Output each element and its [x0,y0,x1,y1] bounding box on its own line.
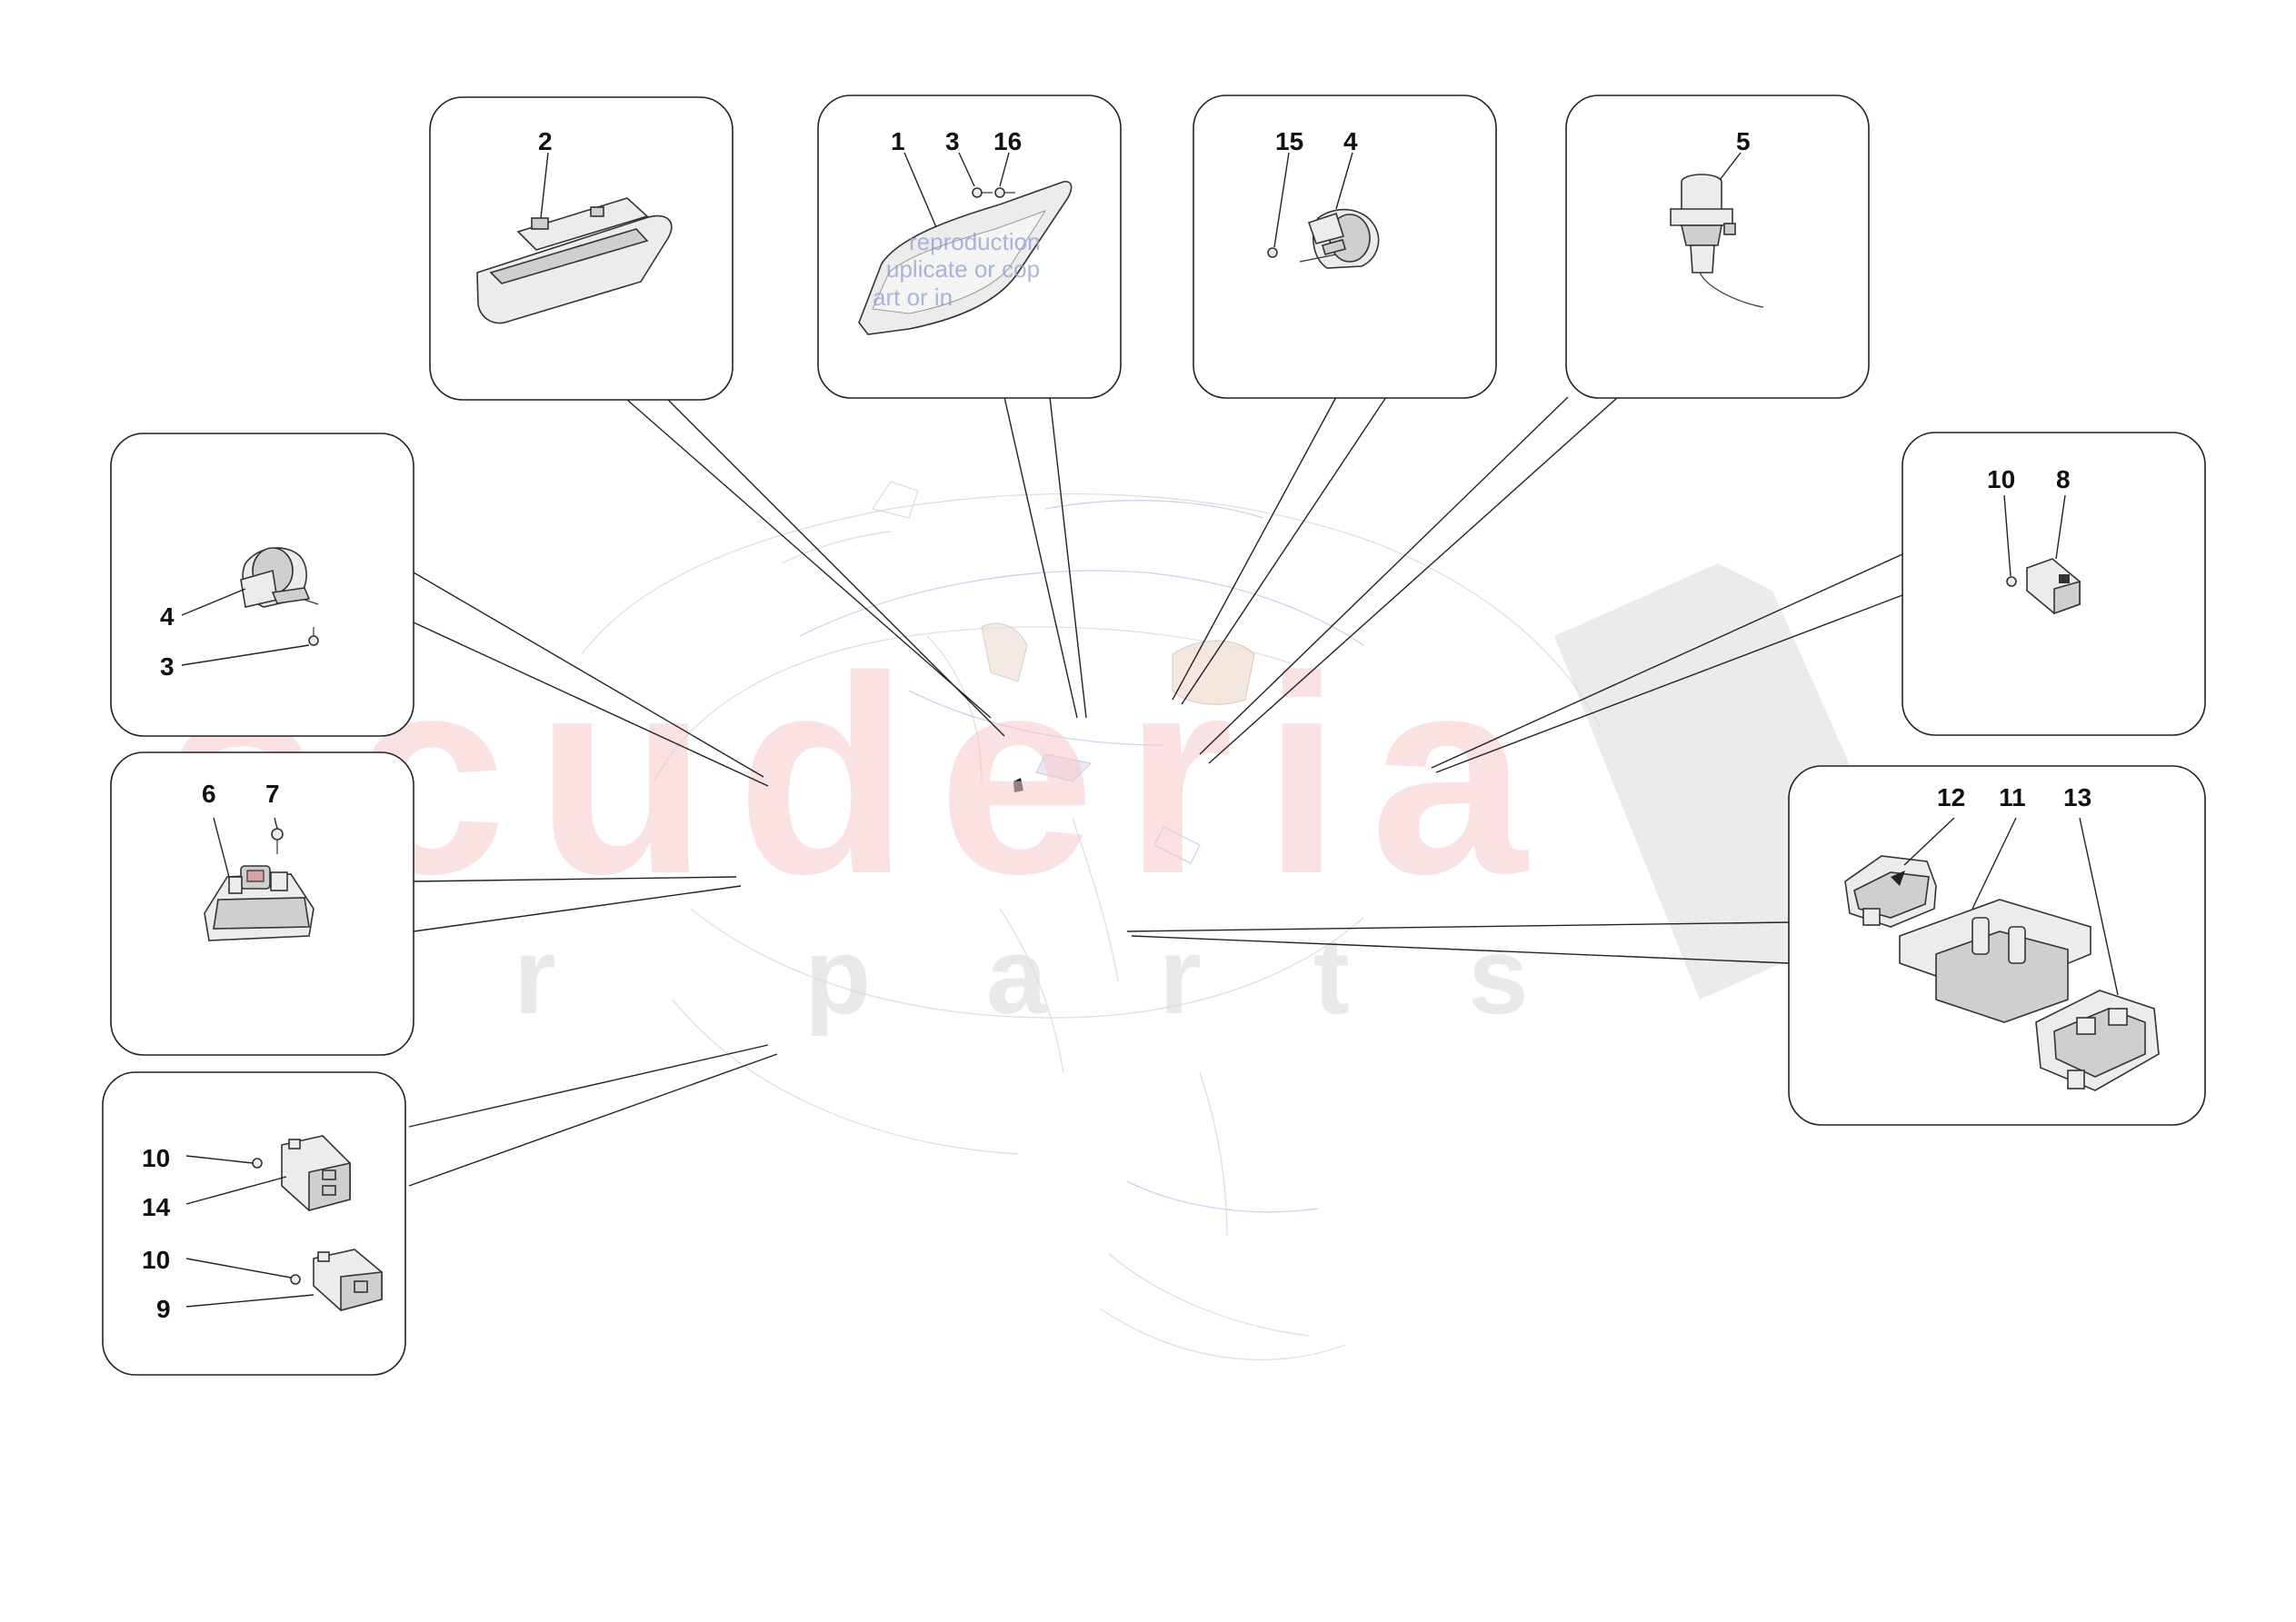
leader-lines [408,396,1903,1187]
callout-number: 8 [2056,465,2071,493]
side-marker-lamp-illustration [476,197,673,324]
detail-box-parts-4-3: 4 3 [110,433,414,737]
screw-illustration [290,1274,301,1285]
watermark-letter: r [1159,915,1202,1037]
callout-number: 11 [1999,783,2026,811]
callout-number: 10 [142,1246,170,1274]
screw-illustration [2006,576,2017,587]
callout-number: 15 [1275,127,1303,155]
callout-number: 5 [1736,127,1751,155]
screw-illustration [972,187,993,198]
horn-illustration [240,547,319,608]
detail-box-parts-10-8: 10 8 [1902,432,2206,736]
callout-number: 1 [891,127,905,155]
watermark-reproduction-line: reproduction [909,228,1041,255]
detail-box-part-5: 5 [1565,95,1870,399]
callout-number: 10 [1987,465,2015,493]
callout-number: 2 [538,127,553,155]
screw-illustration [252,1158,263,1169]
callout-number: 7 [265,780,280,808]
callout-number: 14 [142,1193,171,1221]
button-switch-illustration [2026,558,2081,615]
detail-box-parts-10-14-9: 10 14 10 9 [102,1071,406,1376]
switch-cluster-illustration [2035,990,2160,1091]
callout-number: 16 [993,127,1022,155]
sensor-illustration [1670,174,1764,308]
callout-number: 4 [1343,127,1358,155]
callout-number: 10 [142,1144,170,1172]
callout-number: 9 [156,1295,171,1323]
callout-number: 4 [160,602,175,631]
watermark-letter: s [1468,915,1529,1037]
detail-box-parts-12-11-13: 12 11 13 [1788,765,2206,1126]
detail-box-parts-15-4: 15 4 [1193,95,1497,399]
watermark-letter: r [514,915,556,1037]
screw-illustration [308,627,319,646]
clip-illustration [994,187,1015,198]
detail-box-frame [1565,95,1870,399]
detail-box-part-2: 2 [429,96,734,401]
window-switch-illustration [1844,855,1937,928]
watermark-letter: t [1313,915,1350,1037]
watermark-letter: p [804,915,871,1037]
detail-box-parts-1-3-16: reproduction uplicate or cop art or in 1… [817,95,1122,399]
detail-box-parts-6-7: 6 7 [110,751,414,1056]
watermark-reproduction-line: art or in [873,284,953,311]
repeater-lamp-illustration: reproduction uplicate or cop art or in [858,180,1073,335]
detail-box-frame [102,1071,406,1376]
watermark-reproduction-line: uplicate or cop [886,255,1040,283]
screw-illustration [1267,247,1278,258]
callout-number: 3 [945,127,960,155]
car-ghost-outline [581,481,1601,1360]
callout-number: 12 [1937,783,1965,811]
switch-module-illustration [313,1249,383,1312]
callout-number: 13 [2063,783,2091,811]
switch-assembly-illustration [204,865,314,941]
watermark-letter: a [986,915,1048,1037]
callout-number: 6 [202,780,216,808]
switch-panel-illustration [1899,899,2091,1023]
horn-illustration [1299,208,1380,269]
callout-number: 3 [160,652,175,681]
switch-module-illustration [281,1135,351,1212]
